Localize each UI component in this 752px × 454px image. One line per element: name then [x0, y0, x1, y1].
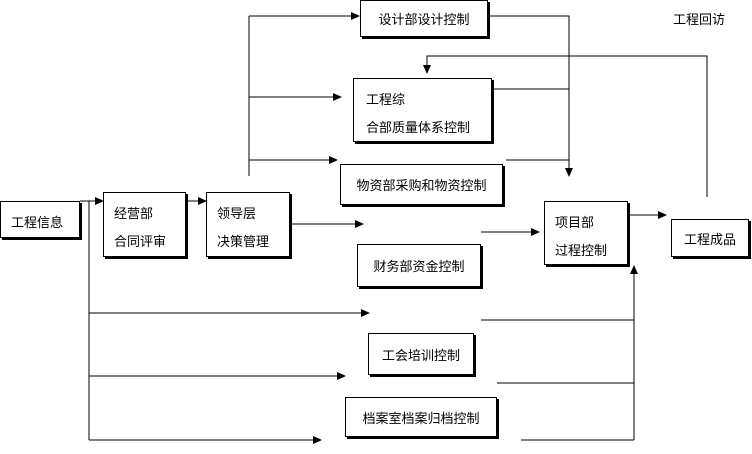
node-quality-system-subtitle: 合部质量体系控制	[366, 121, 471, 136]
node-project-dept-subtitle: 过程控制	[555, 244, 608, 259]
node-union-training: 工会培训控制	[368, 333, 474, 375]
arrow-feedback-to-quality	[423, 55, 708, 197]
node-quality-system: 工程综 合部质量体系控制	[353, 78, 492, 142]
node-finished-product: 工程成品	[671, 219, 749, 257]
node-material-dept: 物资部采购和物资控制	[340, 164, 503, 205]
node-leadership-subtitle: 决策管理	[217, 235, 270, 250]
node-design-dept-label: 设计部设计控制	[378, 13, 470, 28]
node-engineering-info: 工程信息	[0, 201, 80, 238]
info-lower-bus	[80, 200, 90, 440]
node-finished-product-label: 工程成品	[683, 232, 736, 248]
node-project-dept: 项目部 过程控制	[544, 201, 628, 265]
node-business-dept-title: 经营部	[114, 207, 154, 222]
node-union-training-label: 工会培训控制	[381, 348, 460, 364]
node-finance-dept-label: 财务部资金控制	[373, 260, 465, 275]
node-material-dept-label: 物资部采购和物资控制	[356, 179, 487, 194]
node-business-dept-subtitle: 合同评审	[114, 235, 167, 250]
node-design-dept: 设计部设计控制	[360, 0, 488, 37]
node-leadership-title: 领导层	[217, 207, 257, 222]
corner-label: 工程回访	[673, 13, 726, 28]
arrow-design-to-project	[488, 15, 573, 177]
node-finance-dept: 财务部资金控制	[357, 244, 481, 287]
node-quality-system-title: 工程综	[366, 93, 406, 108]
node-engineering-info-label: 工程信息	[11, 216, 64, 231]
node-archive-room: 档案室档案归档控制	[345, 397, 497, 437]
node-archive-room-label: 档案室档案归档控制	[362, 411, 480, 427]
node-leadership: 领导层 决策管理	[206, 192, 290, 257]
node-business-dept: 经营部 合同评审	[103, 192, 186, 257]
node-project-dept-title: 项目部	[555, 216, 595, 231]
